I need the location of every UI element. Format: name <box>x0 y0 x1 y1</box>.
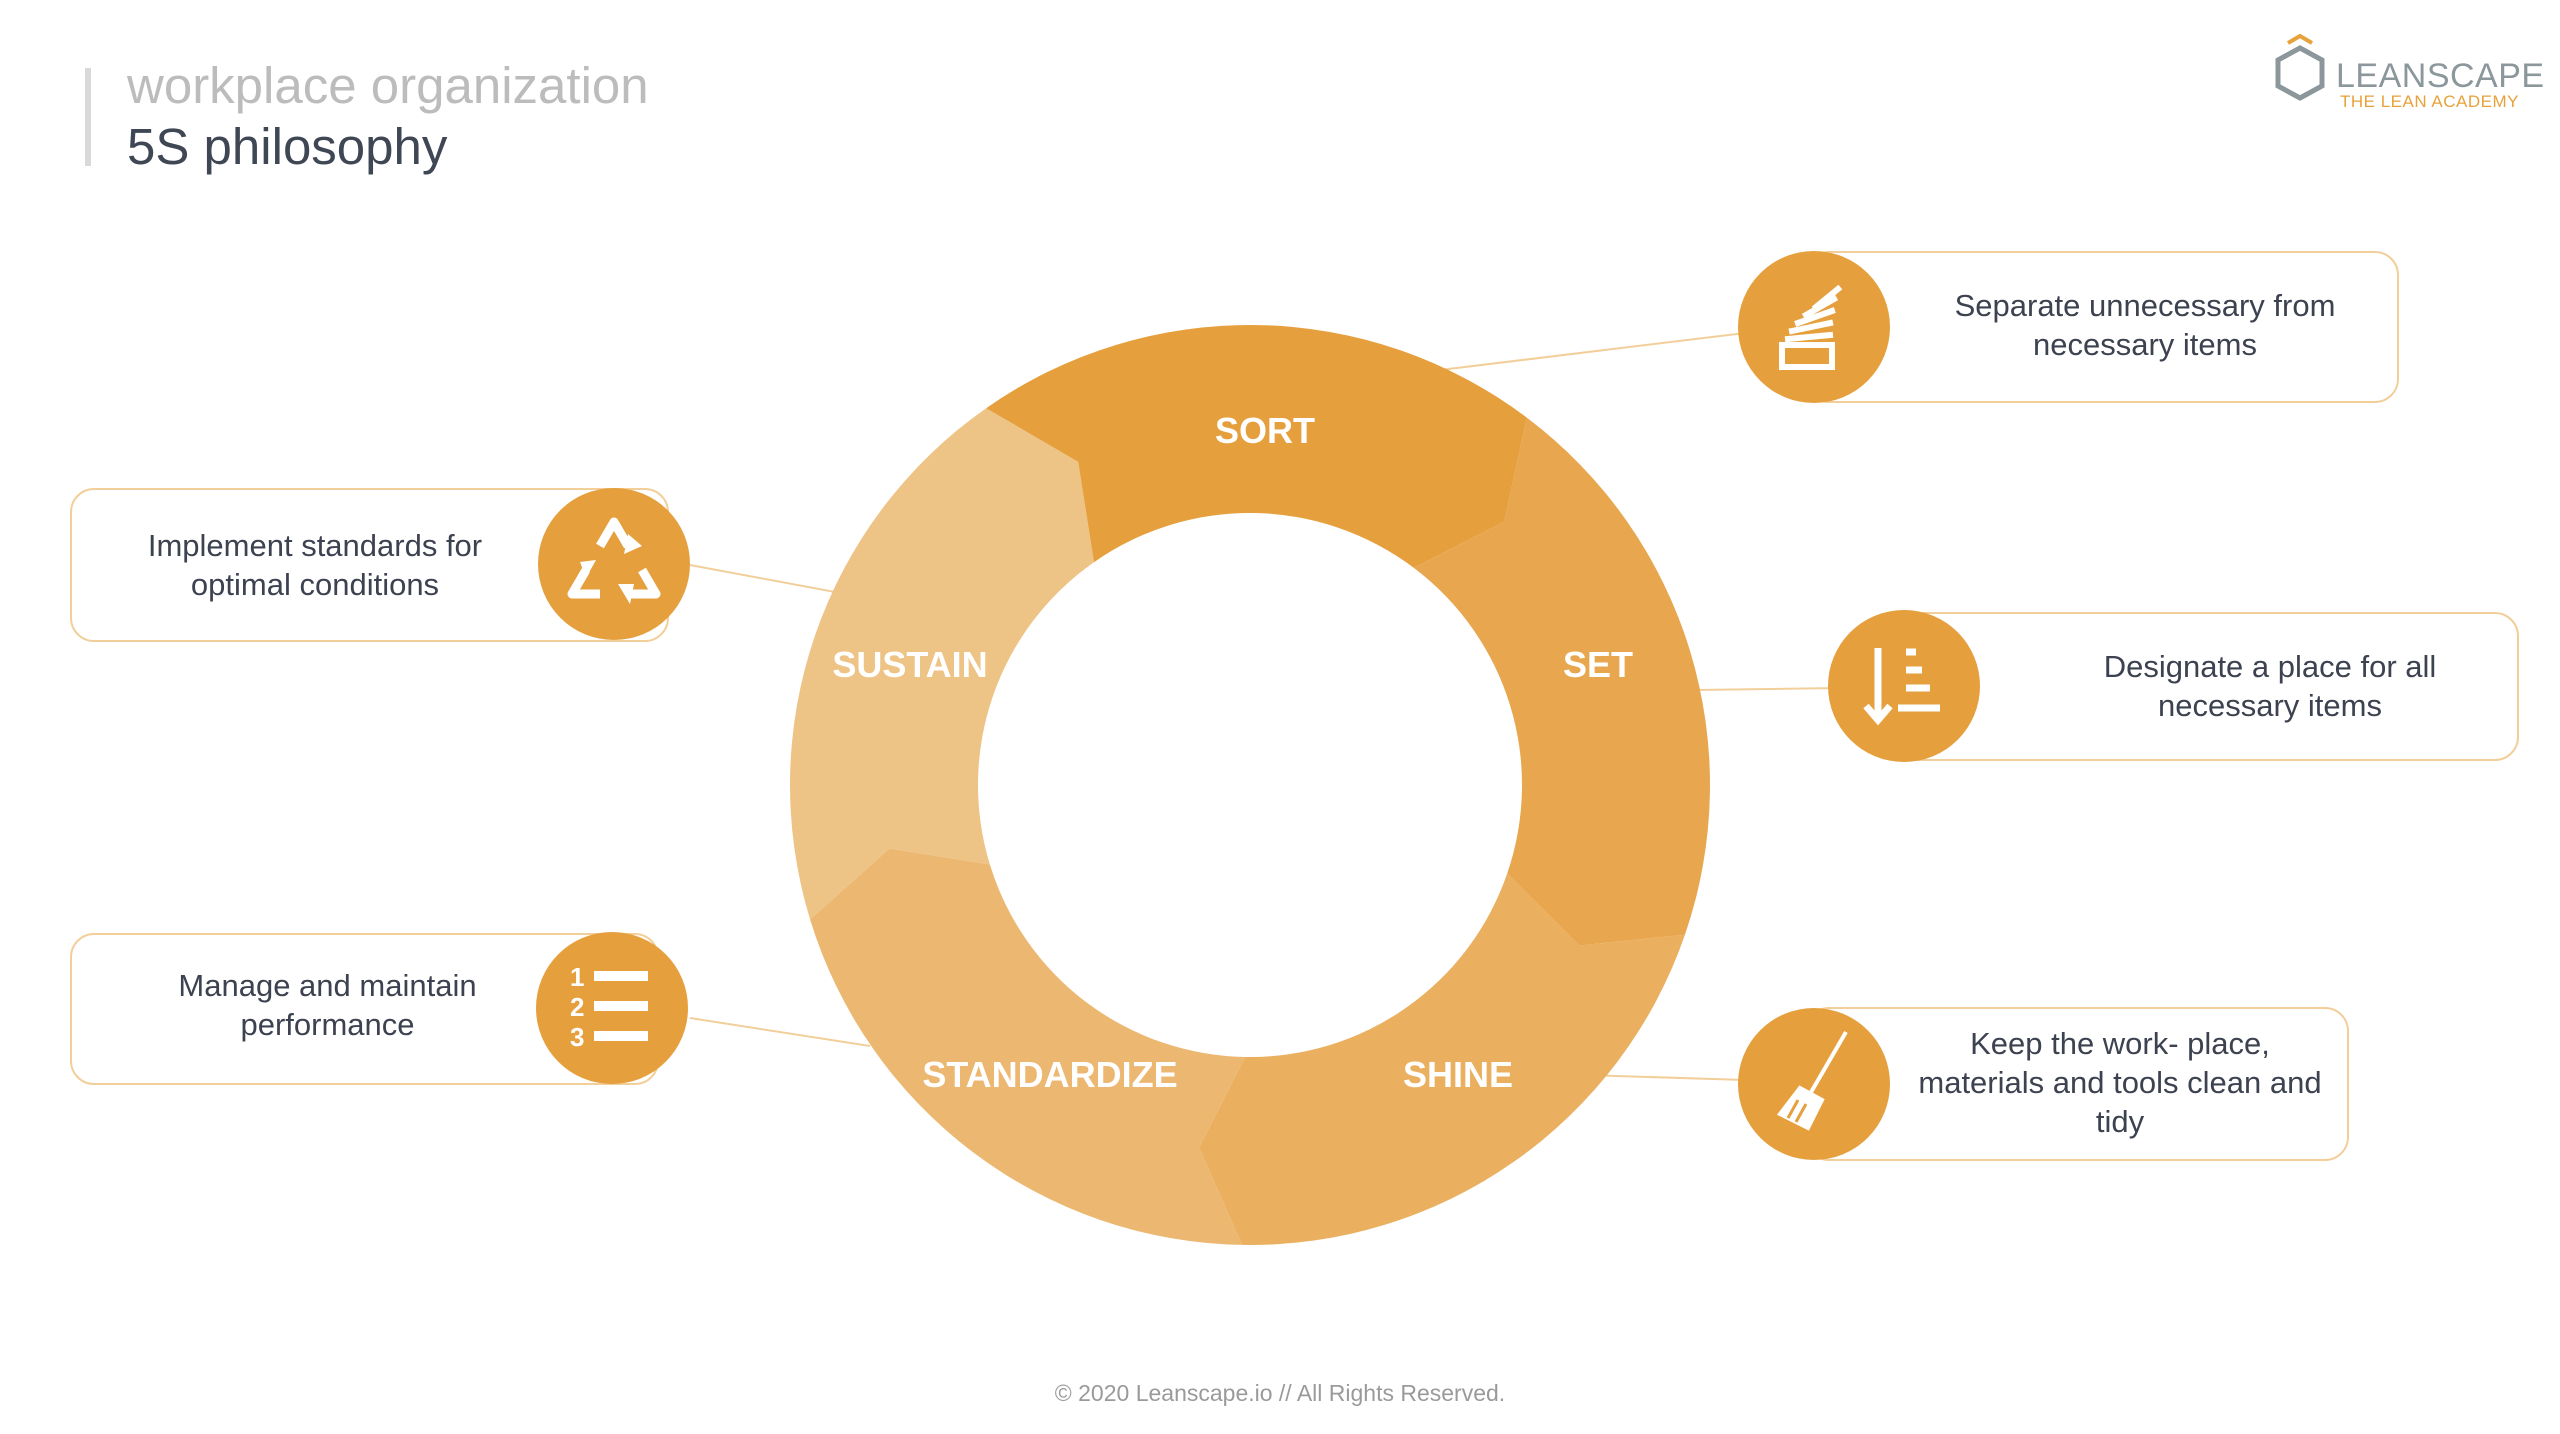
logo-name: LEANSCAPE <box>2336 57 2545 95</box>
svg-text:2: 2 <box>570 992 584 1022</box>
copyright-footer: © 2020 Leanscape.io // All Rights Reserv… <box>1054 1380 1506 1406</box>
logo-tagline: THE LEAN ACADEMY <box>2340 92 2519 111</box>
svg-text:3: 3 <box>570 1022 584 1052</box>
segment-label-sort: SORT <box>1215 410 1315 451</box>
hexagon-logo-icon <box>2275 34 2325 101</box>
page-title: 5S philosophy <box>127 118 448 175</box>
svg-text:1: 1 <box>570 962 584 992</box>
title-accent-bar <box>85 68 91 166</box>
recycle-icon <box>567 517 661 604</box>
set-description: Designate a place for all necessary item… <box>2103 649 2437 723</box>
segment-label-shine: SHINE <box>1403 1054 1513 1095</box>
sort-descending-icon <box>1863 648 1940 726</box>
cycle-segment-labels: SORT SET SHINE STANDARDIZE SUSTAIN <box>832 410 1633 1095</box>
set-card <box>1895 612 2519 761</box>
shine-card <box>1805 1007 2349 1161</box>
shine-description: Keep the work- place, materials and tool… <box>1918 1026 2322 1139</box>
page-kicker: workplace organization <box>127 57 649 114</box>
sort-card <box>1805 251 2399 403</box>
cycle-segment-shine <box>1199 873 1685 1245</box>
broom-icon <box>1776 1030 1848 1131</box>
stacked-items-icon <box>1779 284 1843 370</box>
sort-description: Separate unnecessary from necessary item… <box>1954 288 2336 362</box>
cycle-segment-sort <box>986 325 1527 568</box>
sustain-icon-badge <box>538 488 690 640</box>
sort-icon-badge <box>1738 251 1890 403</box>
segment-label-standardize: STANDARDIZE <box>922 1054 1177 1095</box>
connector-lines <box>689 332 1841 1081</box>
cycle-segment-standardize <box>810 848 1246 1245</box>
shine-icon-badge <box>1738 1008 1890 1160</box>
numbered-list-icon: 1 2 3 <box>570 962 648 1052</box>
cycle-segment-sustain <box>790 408 1094 920</box>
cycle-segment-set <box>1413 417 1710 946</box>
segment-label-sustain: SUSTAIN <box>832 644 987 685</box>
standardize-icon-badge: 1 2 3 <box>536 932 688 1084</box>
set-icon-badge <box>1828 610 1980 762</box>
segment-label-set: SET <box>1563 644 1633 685</box>
cycle-segments <box>790 325 1710 1245</box>
leanscape-logo: LEANSCAPE THE LEAN ACADEMY <box>2270 30 2544 120</box>
standardize-description: Manage and maintain performance <box>178 968 477 1042</box>
sustain-description: Implement standards for optimal conditio… <box>147 528 483 602</box>
